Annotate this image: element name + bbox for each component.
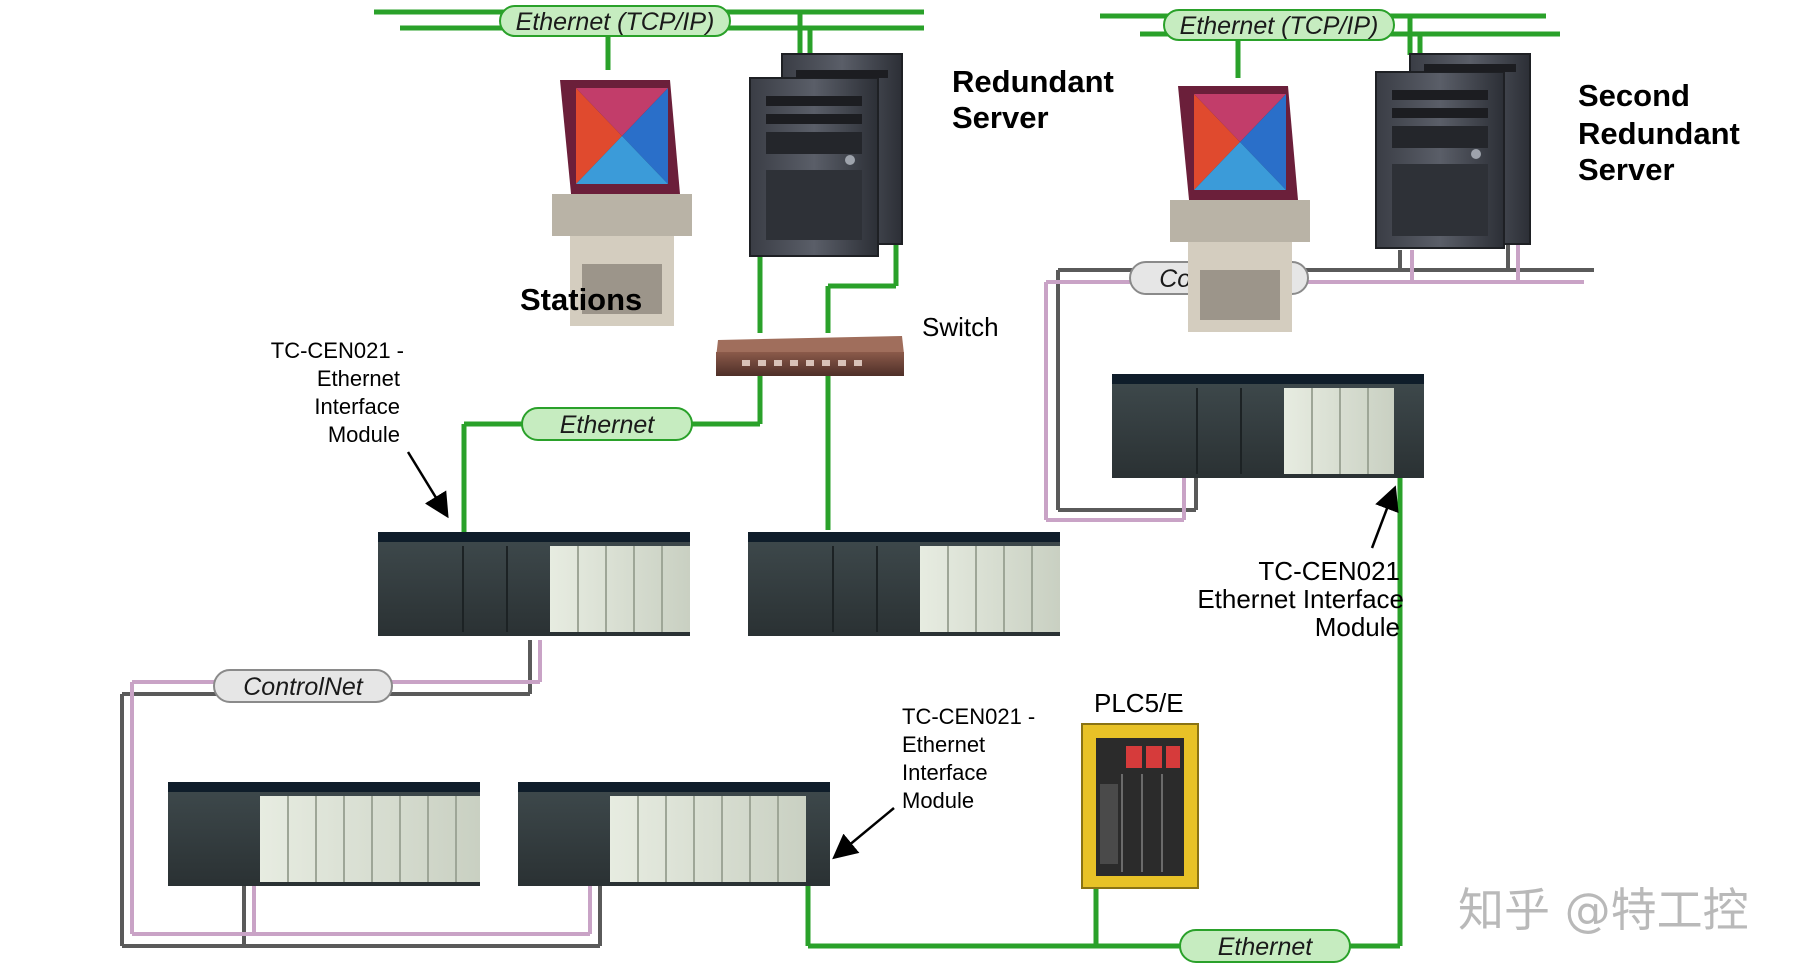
controlnet-lines (120, 232, 1594, 948)
rack-bottom-left (168, 782, 480, 886)
module-left-label-line4: Module (328, 422, 400, 447)
annotation-arrows (406, 451, 1399, 860)
redundant-server-label-line2: Server (952, 100, 1049, 135)
station-console-right (1170, 86, 1310, 332)
plc5e-chassis (1081, 723, 1199, 889)
module-mid-label-line2: Ethernet (902, 732, 985, 757)
watermark: 知乎 @特工控 (1458, 883, 1749, 937)
pill-label: Ethernet (TCP/IP) (516, 8, 715, 36)
second-server-label-line3: Server (1578, 152, 1675, 187)
stations-label: Stations (520, 282, 642, 317)
station-console-left (552, 80, 692, 326)
module-left-label-line2: Ethernet (317, 366, 400, 391)
network-pill-ethernet-bottom: Ethernet (1179, 929, 1351, 963)
second-server-label-line2: Redundant (1578, 116, 1740, 151)
switch-label: Switch (922, 312, 999, 342)
module-right-label-line3: Module (1315, 612, 1400, 642)
redundant-server-towers (749, 53, 903, 257)
network-pill-controlnet-left: ControlNet (213, 669, 393, 703)
pill-label: Ethernet (560, 411, 656, 439)
network-switch (716, 336, 904, 376)
module-left-label-line1: TC-CEN021 - (271, 338, 404, 363)
module-mid-label-line4: Module (902, 788, 974, 813)
rack-top-right (1112, 374, 1424, 478)
redundant-server-label-line1: Redundant (952, 64, 1114, 99)
pill-label: Ethernet (1218, 933, 1314, 961)
module-mid-label-line1: TC-CEN021 - (902, 704, 1035, 729)
second-redundant-server-towers (1375, 53, 1531, 249)
pill-label: Ethernet (TCP/IP) (1180, 12, 1379, 40)
network-pill-ethernet-tcpip-left: Ethernet (TCP/IP) (499, 5, 731, 37)
rack-bottom-mid (518, 782, 830, 886)
module-left-label-line3: Interface (314, 394, 400, 419)
rack-mid-right (748, 532, 1060, 636)
pill-label: ControlNet (243, 673, 364, 701)
plc5e-label: PLC5/E (1094, 688, 1184, 718)
module-mid-label-line3: Interface (902, 760, 988, 785)
module-right-label-line2: Ethernet Interface (1197, 584, 1404, 614)
network-pill-ethernet-switch: Ethernet (521, 407, 693, 441)
network-pill-ethernet-tcpip-right: Ethernet (TCP/IP) (1163, 9, 1395, 41)
module-right-label-line1: TC-CEN021 (1258, 556, 1400, 586)
second-server-label-line1: Second (1578, 78, 1690, 113)
rack-mid-left (378, 532, 690, 636)
